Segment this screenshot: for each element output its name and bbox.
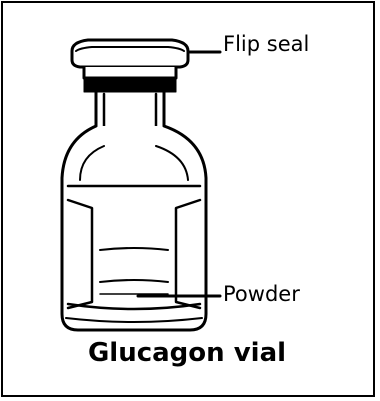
figure-caption: Glucagon vial [87,338,287,368]
vial-body [60,124,208,332]
flip-seal-label: Flip seal [223,32,310,56]
flip-seal-cap [70,38,190,93]
powder-label: Powder [223,282,300,306]
